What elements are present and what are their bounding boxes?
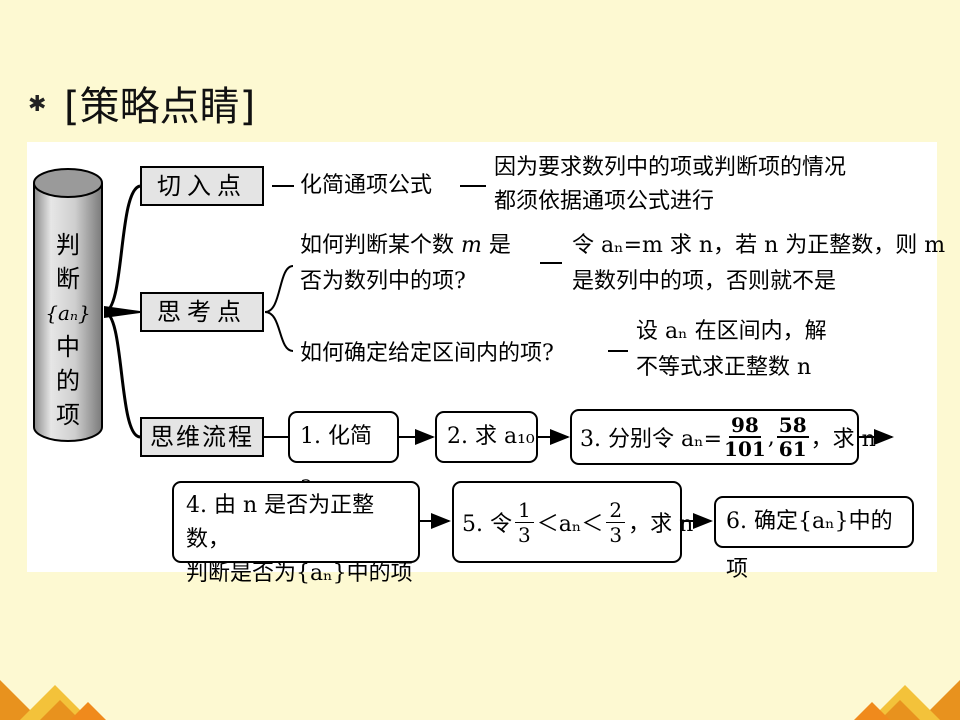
thinking-q2: 如何确定给定区间内的项?: [300, 341, 554, 366]
thinking-a2-line2: 不等式求正整数 n: [636, 355, 812, 380]
frac3-num: 1: [514, 498, 534, 523]
q1-var: m: [461, 233, 482, 258]
entry-detail-line1: 因为要求数列中的项或判断项的情况: [494, 155, 847, 180]
cylinder-line-4: 中: [56, 333, 80, 361]
thinking-a1-line1: 令 aₙ=m 求 n，若 n 为正整数，则 m: [572, 233, 946, 258]
cylinder-shape: [33, 168, 103, 442]
q1-post: 是: [481, 233, 511, 258]
thinking-q1-line1: 如何判断某个数 m 是: [300, 230, 511, 262]
thinking-a2-line1: 设 aₙ 在区间内，解: [636, 319, 827, 344]
flow-step-1: 1. 化简 aₙ: [288, 411, 399, 497]
frac4-den: 3: [609, 522, 623, 547]
step4-line2: 判断是否为{aₙ}中的项: [186, 561, 413, 586]
thinking-a1-line2: 是数列中的项，否则就不是: [572, 269, 837, 294]
right-corner-decoration: [854, 680, 960, 720]
cylinder-line-1: 判: [56, 231, 80, 259]
step3-pre: 3. 分别令 aₙ=: [580, 427, 723, 452]
cylinder-line-5: 的: [56, 367, 80, 395]
bullet-icon: ✱: [28, 92, 47, 117]
thinking-point-box: 思考点: [140, 292, 264, 332]
step3-post: ，求 n: [810, 427, 876, 452]
entry-point-box: 切入点: [140, 166, 264, 206]
left-corner-decoration: [0, 680, 106, 720]
cylinder-label: 判 断 {aₙ} 中 的 项: [42, 228, 94, 432]
flow-step-4: 4. 由 n 是否为正整数， 判断是否为{aₙ}中的项: [172, 481, 420, 586]
slide-title: [策略点睛]: [64, 84, 256, 130]
frac1-num: 98: [729, 413, 761, 438]
frac1-den: 101: [724, 437, 766, 461]
step4-line1: 4. 由 n 是否为正整数，: [186, 493, 375, 552]
frac2-den: 61: [778, 437, 807, 461]
thinking-q1-line2: 否为数列中的项?: [300, 269, 466, 294]
frac4-num: 2: [606, 498, 626, 523]
frac2-num: 58: [776, 413, 809, 438]
cylinder-line-2: 断: [56, 265, 80, 293]
step5-mid: ＜aₙ＜: [536, 512, 604, 537]
flow-step-2: 2. 求 a₁₀: [435, 411, 538, 463]
q1-pre: 如何判断某个数: [300, 233, 461, 258]
step5-pre: 5. 令: [462, 512, 512, 537]
entry-middle-text: 化简通项公式: [300, 173, 433, 198]
frac3-den: 3: [517, 522, 531, 547]
step5-post: ，求 n: [628, 512, 694, 537]
cylinder-line-6: 项: [56, 401, 80, 429]
flow-step-6: 6. 确定{aₙ}中的项: [714, 496, 914, 582]
entry-detail-line2: 都须依据通项公式进行: [494, 189, 715, 214]
thought-flow-box: 思维流程: [140, 417, 264, 457]
cylinder-line-3: {aₙ}: [45, 301, 91, 325]
